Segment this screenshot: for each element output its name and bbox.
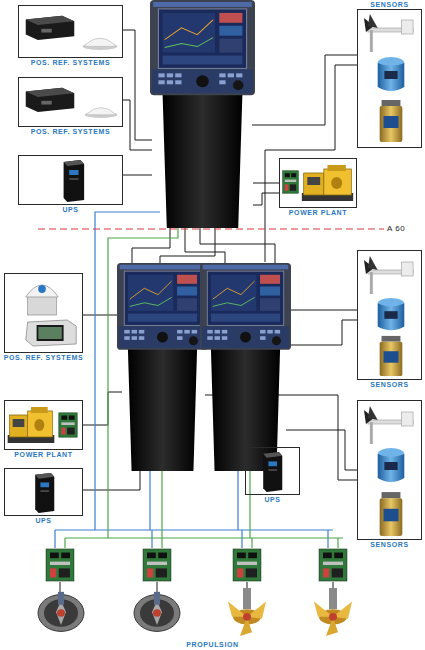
equipment-box: POS. REF. SYSTEMS [4,273,83,353]
control-card [59,413,77,437]
section-label: PROPULSION [150,641,275,649]
signal-wire [200,228,275,266]
green-bus-wire [65,537,108,538]
green-bus-wire [64,538,65,548]
thruster-card [143,549,171,581]
azimuth-thruster [314,588,352,636]
motion-sensor [380,100,403,142]
wind-sensor [364,406,413,444]
green-bus-wire [65,228,343,548]
tunnel-thruster [134,592,180,632]
blue-bus-wire [54,530,55,548]
signal-wire [288,310,357,311]
equipment-label: SENSORS [352,1,425,9]
equipment-box: UPS [4,468,83,516]
motion-sensor [380,492,403,536]
dp-console [150,0,255,228]
radar-antenna [26,285,59,315]
signal-wire [286,430,357,470]
signal-wire [83,470,140,490]
fire-division-line [38,228,384,229]
signal-wire [160,228,215,266]
equipment-label: UPS [0,517,88,525]
green-bus-wire [249,470,250,538]
signal-wire [253,183,279,184]
blue-bus-wire [149,470,150,530]
blue-bus-wire [237,470,238,530]
blue-bus-wire [55,529,95,530]
equipment-box: POWER PLANT [279,158,357,208]
gyro-compass [378,57,405,91]
signal-wire [253,193,279,205]
equipment-label: POS. REF. SYSTEMS [13,59,128,67]
equipment-label: POS. REF. SYSTEMS [13,128,128,136]
gps-receiver [26,88,75,112]
equipment-label: POWER PLANT [0,451,88,459]
wind-sensor [364,14,413,52]
equipment-box: UPS [18,155,123,205]
signal-wire [83,315,120,316]
ref-display [26,320,76,346]
dp-console [117,263,208,471]
fire-division-label: A 60 [387,225,423,233]
signal-wire [123,100,152,150]
equipment-label: UPS [240,496,305,504]
generator-set [302,165,353,201]
blue-bus-wire [55,212,333,548]
ups-unit [64,160,85,202]
green-bus-wire [337,538,338,548]
gps-antenna [85,108,117,118]
thruster-wire [157,582,158,592]
green-bus-wire [251,538,252,548]
equipment-box: UPS [245,447,300,495]
azimuth-thruster [228,588,266,636]
thruster-wire [60,582,61,592]
equipment-label: SENSORS [352,541,425,549]
dp-console [200,263,291,471]
equipment-box: SENSORS [357,250,422,380]
signal-wire [185,228,225,266]
gyro-compass [378,448,405,482]
equipment-label: SENSORS [352,381,425,389]
blue-bus-wire [327,530,328,548]
blue-bus-wire [151,530,152,548]
signal-wire [123,30,152,140]
equipment-label: UPS [13,206,128,214]
gyro-compass [378,298,405,330]
gps-receiver [26,16,75,40]
gps-antenna [83,38,117,50]
green-bus-wire [161,538,162,548]
equipment-box: SENSORS [357,400,422,540]
signal-wire [288,320,357,345]
blue-bus-wire [95,212,333,530]
equipment-label: POS. REF. SYSTEMS [0,354,88,362]
signal-wire [83,392,122,425]
ups-unit [263,452,282,492]
equipment-box: POWER PLANT [4,400,83,450]
blue-bus-wire [241,530,242,548]
equipment-label: POWER PLANT [274,209,362,217]
generator-set [8,407,55,443]
equipment-box: POS. REF. SYSTEMS [18,77,123,127]
thruster-card [233,549,261,581]
motion-sensor [380,336,403,376]
control-card [283,171,299,193]
green-bus-wire [161,470,162,538]
green-bus-wire [108,228,343,538]
thruster-card [319,549,347,581]
tunnel-thruster [38,592,84,632]
signal-wire [265,65,357,262]
signal-wire [123,175,152,176]
ups-unit [35,473,54,513]
wind-sensor [364,256,413,294]
equipment-box: SENSORS [357,9,422,148]
thruster-card [46,549,74,581]
equipment-box: POS. REF. SYSTEMS [18,5,123,58]
signal-wire [132,228,170,266]
